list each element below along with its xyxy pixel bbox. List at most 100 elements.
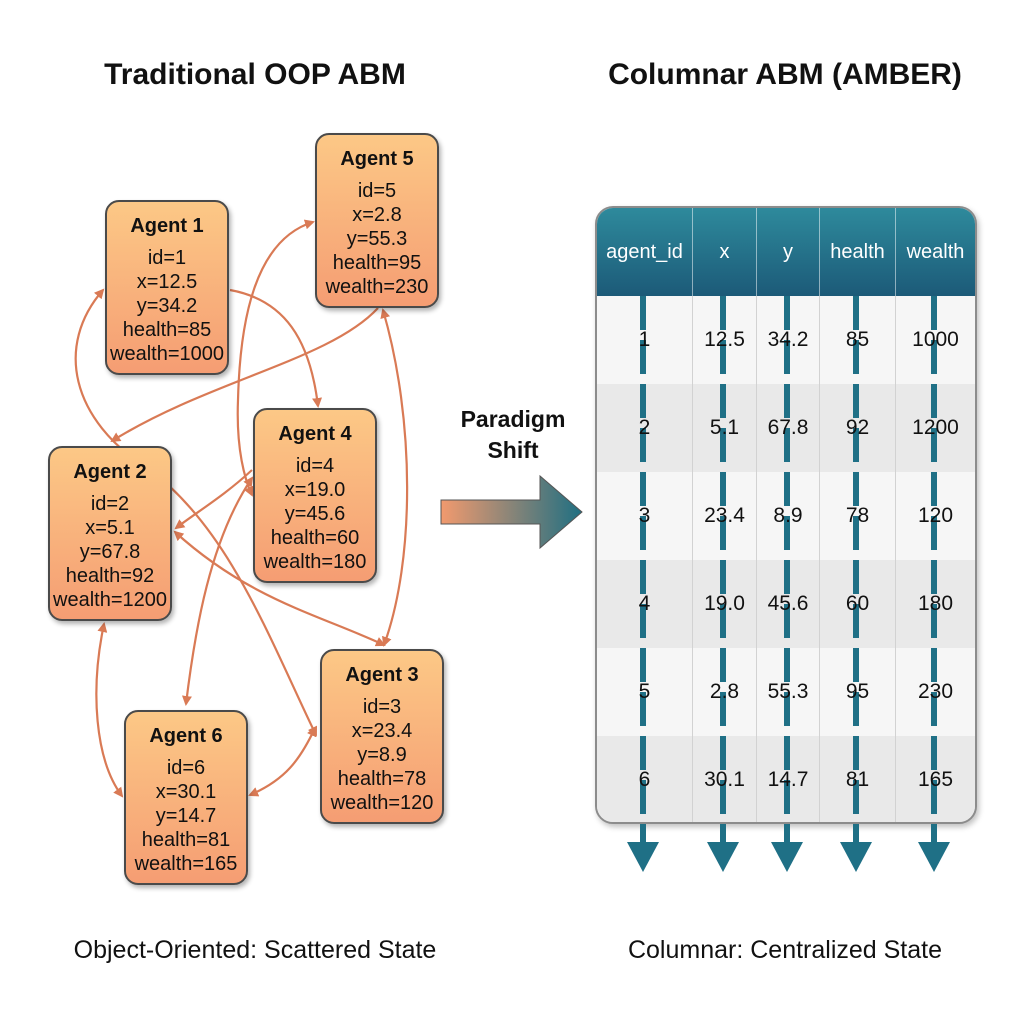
cell-health: 92: [820, 384, 896, 472]
agent-6-x: x=30.1: [155, 781, 217, 803]
link-agent5-agent3: [380, 308, 409, 647]
paradigm-shift-label: Paradigm Shift: [438, 404, 588, 466]
oop-diagram-title: Traditional OOP ABM: [104, 58, 406, 91]
cell-wealth: 180: [917, 592, 954, 615]
cell-y: 8.9: [757, 472, 820, 560]
agent-3-name: Agent 3: [345, 664, 419, 686]
link-agent6-agent3: [248, 726, 317, 797]
cell-wealth: 1200: [912, 416, 959, 439]
cell-agent-id: 5: [597, 648, 693, 736]
cell-x: 23.4: [693, 472, 757, 560]
agent-2-id: id=2: [90, 493, 130, 515]
agent-1-y: y=34.2: [136, 295, 198, 317]
paradigm-shift-line-1: Paradigm: [460, 406, 566, 432]
column-header-y: y: [757, 208, 820, 296]
columnar-table: agent_id x y health wealth 1 12.5 34.2 8…: [595, 206, 977, 824]
cell-y: 34.2: [757, 296, 820, 384]
cell-health: 95: [820, 648, 896, 736]
agent-2-wealth: wealth=1200: [53, 589, 167, 611]
cell-x: 19.0: [693, 560, 757, 648]
cell-health: 85: [820, 296, 896, 384]
agent-1-x: x=12.5: [136, 271, 198, 293]
agent-3-x: x=23.4: [351, 720, 413, 742]
agent-3-id: id=3: [362, 696, 402, 718]
cell-health: 81: [820, 736, 896, 822]
table-row: 6 30.1 14.7 81 165: [597, 736, 975, 822]
cell-agent-id: 3: [597, 472, 693, 560]
agent-4-health: health=60: [270, 527, 360, 549]
agent-4-name: Agent 4: [278, 423, 352, 445]
agent-3-wealth: wealth=120: [330, 792, 434, 814]
cell-health: 60: [820, 560, 896, 648]
agent-6-name: Agent 6: [149, 725, 223, 747]
agent-2-name: Agent 2: [73, 461, 147, 483]
table-row: 3 23.4 8.9 78 120: [597, 472, 975, 560]
agent-2-x: x=5.1: [85, 517, 135, 539]
table-header: agent_id x y health wealth: [597, 208, 975, 296]
cell-x: 5.1: [693, 384, 757, 472]
agent-5-id: id=5: [357, 180, 397, 202]
cell-x: 12.5: [693, 296, 757, 384]
agent-2-y: y=67.8: [79, 541, 141, 563]
link-agent2-agent3: [173, 530, 386, 647]
cell-y: 67.8: [757, 384, 820, 472]
cell-agent-id: 6: [597, 736, 693, 822]
agent-3-y: y=8.9: [357, 744, 407, 766]
column-header-wealth: wealth: [906, 241, 965, 263]
agent-6-wealth: wealth=165: [134, 853, 238, 875]
link-agent2-agent6: [95, 622, 124, 798]
agent-2-box: Agent 2 id=2 x=5.1 y=67.8 health=92 weal…: [48, 446, 172, 621]
cell-wealth: 230: [917, 680, 954, 703]
agent-3-health: health=78: [337, 768, 427, 790]
columnar-diagram-title: Columnar ABM (AMBER): [608, 58, 962, 91]
agent-4-id: id=4: [295, 455, 335, 477]
link-agent5-agent4: [236, 219, 315, 497]
agent-5-health: health=95: [332, 252, 422, 274]
columnar-caption: Columnar: Centralized State: [627, 936, 943, 964]
agent-6-id: id=6: [166, 757, 206, 779]
cell-y: 14.7: [757, 736, 820, 822]
cell-x: 2.8: [693, 648, 757, 736]
agent-5-x: x=2.8: [352, 204, 402, 226]
paradigm-shift-arrow: [440, 474, 583, 550]
column-header-agent-id: agent_id: [597, 208, 693, 296]
agent-1-wealth: wealth=1000: [110, 343, 224, 365]
cell-agent-id: 2: [597, 384, 693, 472]
cell-health: 78: [820, 472, 896, 560]
cell-wealth: 120: [917, 504, 954, 527]
agent-1-health: health=85: [122, 319, 212, 341]
column-header-x: x: [693, 208, 757, 296]
cell-wealth: 1000: [912, 328, 959, 351]
cell-x: 30.1: [693, 736, 757, 822]
cell-y: 55.3: [757, 648, 820, 736]
agent-6-box: Agent 6 id=6 x=30.1 y=14.7 health=81 wea…: [124, 710, 248, 885]
agent-4-box: Agent 4 id=4 x=19.0 y=45.6 health=60 wea…: [253, 408, 377, 583]
link-agent4-agent2: [174, 469, 253, 530]
agent-5-box: Agent 5 id=5 x=2.8 y=55.3 health=95 weal…: [315, 133, 439, 308]
agent-4-wealth: wealth=180: [263, 551, 367, 573]
agent-5-y: y=55.3: [346, 228, 408, 250]
oop-caption: Object-Oriented: Scattered State: [73, 936, 437, 964]
cell-y: 45.6: [757, 560, 820, 648]
agent-1-box: Agent 1 id=1 x=12.5 y=34.2 health=85 wea…: [105, 200, 229, 375]
cell-agent-id: 1: [597, 296, 693, 384]
table-row: 1 12.5 34.2 85 1000: [597, 296, 975, 384]
agent-4-x: x=19.0: [284, 479, 346, 501]
agent-5-wealth: wealth=230: [325, 276, 429, 298]
column-header-health: health: [820, 208, 896, 296]
agent-1-name: Agent 1: [130, 215, 204, 237]
link-agent4-agent6: [182, 476, 254, 706]
agent-2-health: health=92: [65, 565, 155, 587]
agent-3-box: Agent 3 id=3 x=23.4 y=8.9 health=78 weal…: [320, 649, 444, 824]
paradigm-shift-line-2: Shift: [487, 437, 539, 463]
cell-wealth: 165: [917, 768, 954, 791]
link-agent1-agent4: [229, 288, 322, 408]
agent-1-id: id=1: [147, 247, 187, 269]
cell-agent-id: 4: [597, 560, 693, 648]
table-row: 2 5.1 67.8 92 1200: [597, 384, 975, 472]
agent-6-health: health=81: [141, 829, 231, 851]
agent-5-name: Agent 5: [340, 148, 414, 170]
agent-4-y: y=45.6: [284, 503, 346, 525]
table-row: 4 19.0 45.6 60 180: [597, 560, 975, 648]
